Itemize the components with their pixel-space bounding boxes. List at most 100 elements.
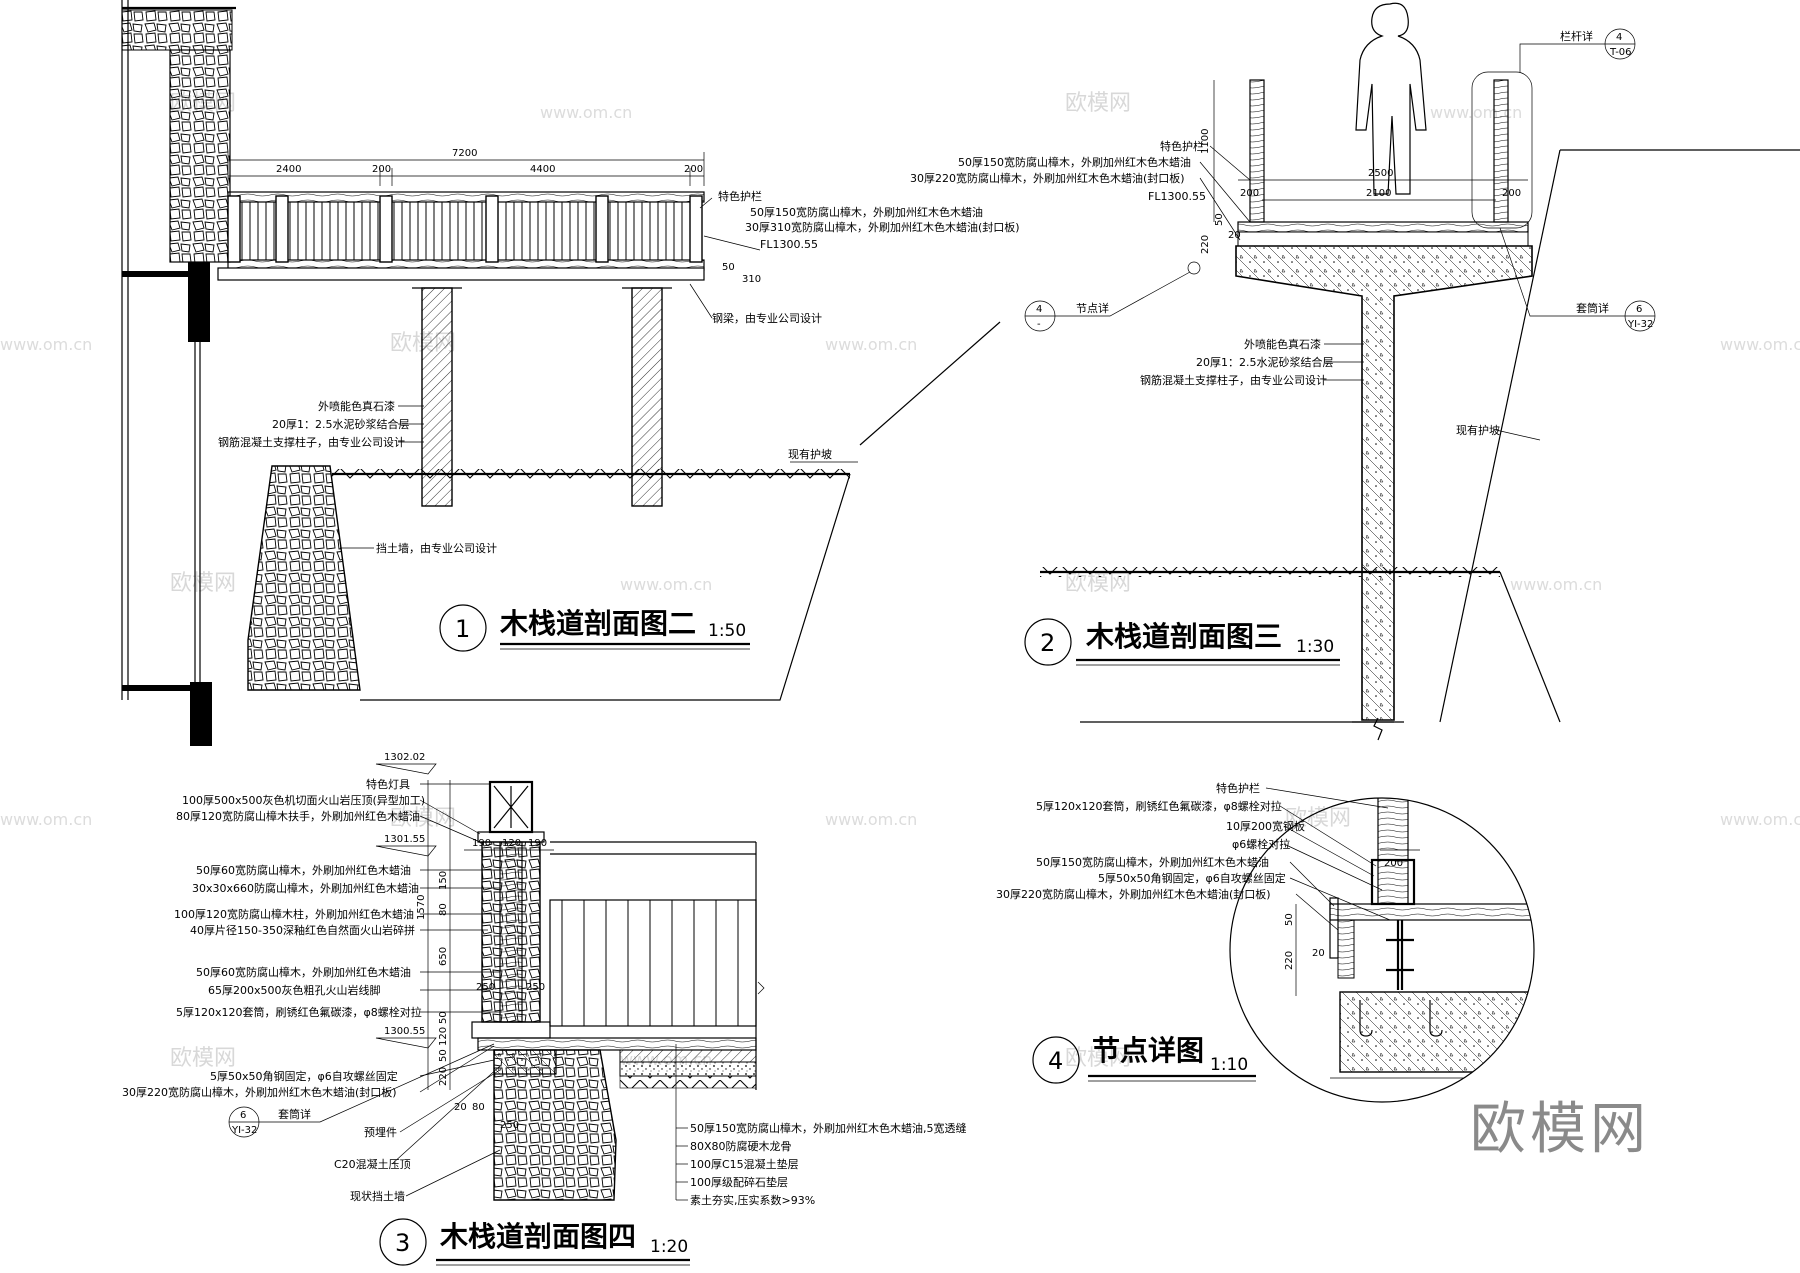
- section3-number-circle: [379, 1218, 427, 1266]
- dim-2100: 2100: [1366, 188, 1391, 199]
- label-sleeve-ref: 套筒详: [1576, 301, 1609, 315]
- label-deck-plank: 50厚150宽防腐山樟木，外刷加州红木色木蜡油,5宽透缝: [690, 1121, 967, 1135]
- dim-80-b: 80: [472, 1102, 485, 1113]
- label-concrete-cap: C20混凝土压顶: [334, 1157, 411, 1171]
- section4-title: 节点详图: [1092, 1034, 1204, 1067]
- label-sleeve-ref: 套筒详: [278, 1107, 311, 1121]
- dim-200-right: 200: [1502, 188, 1521, 199]
- section3-right-labels: 50厚150宽防腐山樟木，外刷加州红木色木蜡油,5宽透缝 80X80防腐硬木龙骨…: [675, 1044, 967, 1207]
- label-angle-steel: 5厚50x50角钢固定，φ6自攻螺丝固定: [1098, 871, 1286, 885]
- railing-ref-sheet: T-06: [1609, 47, 1632, 58]
- section2-number-circle: [1024, 618, 1072, 666]
- sleeve-ref-num: 6: [1636, 304, 1642, 315]
- label-angle-steel: 5厚50x50角钢固定，φ6自攻螺丝固定: [210, 1069, 398, 1083]
- label-joist: 80X80防腐硬木龙骨: [690, 1139, 792, 1153]
- section3-scale: 1:20: [650, 1237, 688, 1257]
- dim-50: 50: [722, 262, 735, 273]
- label-baluster: 30x30x660防腐山樟木，外刷加州红色木蜡油: [192, 881, 419, 895]
- section3-title: 木栈道剖面图四: [439, 1220, 636, 1253]
- label-column: 钢筋混凝土支撑柱子，由专业公司设计: [218, 435, 405, 449]
- watermark-url: www.om.cn: [1510, 575, 1602, 594]
- label-edge-board: 30厚220宽防腐山樟木，外刷加州红木色木蜡油(封口板): [122, 1085, 397, 1099]
- label-edge-board: 30厚220宽防腐山樟木，外刷加州红木色木蜡油(封口板): [996, 887, 1271, 901]
- label-post: 100厚120宽防腐山樟木柱，外刷加州红色木蜡油: [174, 907, 414, 921]
- dim-120-b: 120: [438, 1027, 449, 1046]
- section1-slope-line: [360, 473, 851, 701]
- label-slope: 现有护坡: [1456, 423, 1500, 437]
- section2-deck: [1237, 221, 1529, 233]
- dim-50: 50: [1284, 913, 1295, 926]
- section2-scale: 1:30: [1296, 637, 1334, 657]
- level-mid: 1301.55: [384, 834, 425, 845]
- railing-post: [379, 195, 393, 263]
- label-handrail: 50厚150宽防腐山樟木，外刷加州红木色木蜡油: [750, 205, 983, 219]
- section3-railing-panel: [549, 899, 757, 1027]
- dim-7200: 7200: [452, 148, 477, 159]
- section1-railing-balusters: [227, 195, 703, 263]
- label-existing-wall: 现状挡土墙: [350, 1189, 405, 1203]
- label-slope: 现有护坡: [788, 447, 832, 461]
- label-column: 钢筋混凝土支撑柱子，由专业公司设计: [1140, 373, 1327, 387]
- watermark-brand: 欧模网: [1065, 91, 1131, 116]
- label-paint: 外喷能色真石漆: [318, 399, 395, 413]
- dim-190-right: 190: [528, 838, 547, 849]
- dim-250-a: 250: [476, 982, 495, 993]
- dim-190-left: 190: [472, 838, 491, 849]
- label-sleeve: 5厚120x120套筒，刷锈红色氟碳漆，φ8螺栓对拉: [176, 1005, 422, 1019]
- section3-number: 3: [395, 1229, 410, 1257]
- dim-20: 20: [454, 1102, 467, 1113]
- section3-deck: [477, 1037, 757, 1051]
- label-moulding: 65厚200x500灰色粗孔火山岩线脚: [208, 983, 381, 997]
- dim-220: 220: [1200, 235, 1211, 254]
- dim-250-b: 250: [526, 982, 545, 993]
- section4-labels: 特色护栏 5厚120x120套筒，刷锈红色氟碳漆，φ8螺栓对拉 10厚200宽钢…: [996, 781, 1391, 931]
- dim-200-a: 200: [372, 164, 391, 175]
- node-ref-num: 4: [1036, 304, 1042, 315]
- dim-20: 20: [1312, 948, 1325, 959]
- label-sleeve: 5厚120x120套筒，刷锈红色氟碳漆，φ8螺栓对拉: [1036, 799, 1282, 813]
- label-stone-facing: 40厚片径150-350深釉红色自然面火山岩碎拼: [190, 923, 415, 937]
- dim-2500: 2500: [1368, 168, 1393, 179]
- dim-2400: 2400: [276, 164, 301, 175]
- railing-post: [595, 195, 609, 263]
- label-edge-board: 30厚310宽防腐山樟木，外刷加州红木色木蜡油(封口板): [745, 220, 1020, 234]
- building-slab-section: [188, 262, 210, 342]
- sleeve-ref-sheet: YI-32: [1627, 319, 1653, 330]
- watermark-brand: 欧模网: [170, 1046, 236, 1071]
- label-embedded: 预埋件: [364, 1126, 397, 1139]
- label-handrail: 80厚120宽防腐山樟木扶手，外刷加州红色木蜡油: [176, 809, 420, 823]
- label-mortar: 20厚1：2.5水泥砂浆结合层: [1196, 355, 1334, 369]
- section4-scale: 1:10: [1210, 1055, 1248, 1075]
- section-1-drawing: 7200 2400 200 4400 200 特色护栏 50厚150宽防腐山樟木…: [121, 0, 1020, 746]
- section3-railing-balusters: [561, 900, 739, 1026]
- watermark-url: www.om.cn: [825, 810, 917, 829]
- label-retaining-wall: 挡土墙，由专业公司设计: [376, 541, 497, 555]
- label-plank: 50厚150宽防腐山樟木，外刷加州红木色木蜡油: [958, 155, 1191, 169]
- label-paint: 外喷能色真石漆: [1244, 337, 1321, 351]
- railing-ref-num: 4: [1616, 32, 1622, 43]
- dim-20: 20: [1228, 230, 1241, 241]
- detail-railing-post: [1377, 798, 1409, 905]
- dim-50: 50: [1214, 213, 1225, 226]
- section2-title: 木栈道剖面图三: [1085, 620, 1282, 653]
- detail-deck-plank: [1329, 903, 1534, 921]
- section2-number: 2: [1040, 629, 1055, 657]
- watermark-url: www.om.cn: [1720, 810, 1800, 829]
- dim-200: 200: [1384, 858, 1403, 869]
- section3-retaining-wall: [493, 1049, 617, 1201]
- dim-120: 120: [502, 838, 521, 849]
- dim-250-c: 250: [500, 1120, 519, 1131]
- label-rail-b: 50厚60宽防腐山樟木，外刷加州红色木蜡油: [196, 965, 411, 979]
- sleeve-ref-num: 6: [240, 1110, 246, 1121]
- section1-scale: 1:50: [708, 621, 746, 641]
- watermark-brand: 欧模网: [170, 571, 236, 596]
- section1-retaining-wall: [247, 465, 361, 691]
- dim-150: 150: [438, 871, 449, 890]
- section2-concrete-column: [1235, 245, 1533, 721]
- section1-handrail: [227, 191, 705, 203]
- label-railing: 特色护栏: [1216, 781, 1260, 795]
- label-level: FL1300.55: [1148, 190, 1206, 203]
- dim-650: 650: [438, 947, 449, 966]
- watermark-url: www.om.cn: [540, 103, 632, 122]
- label-soil: 素土夯实,压实系数>93%: [690, 1193, 815, 1207]
